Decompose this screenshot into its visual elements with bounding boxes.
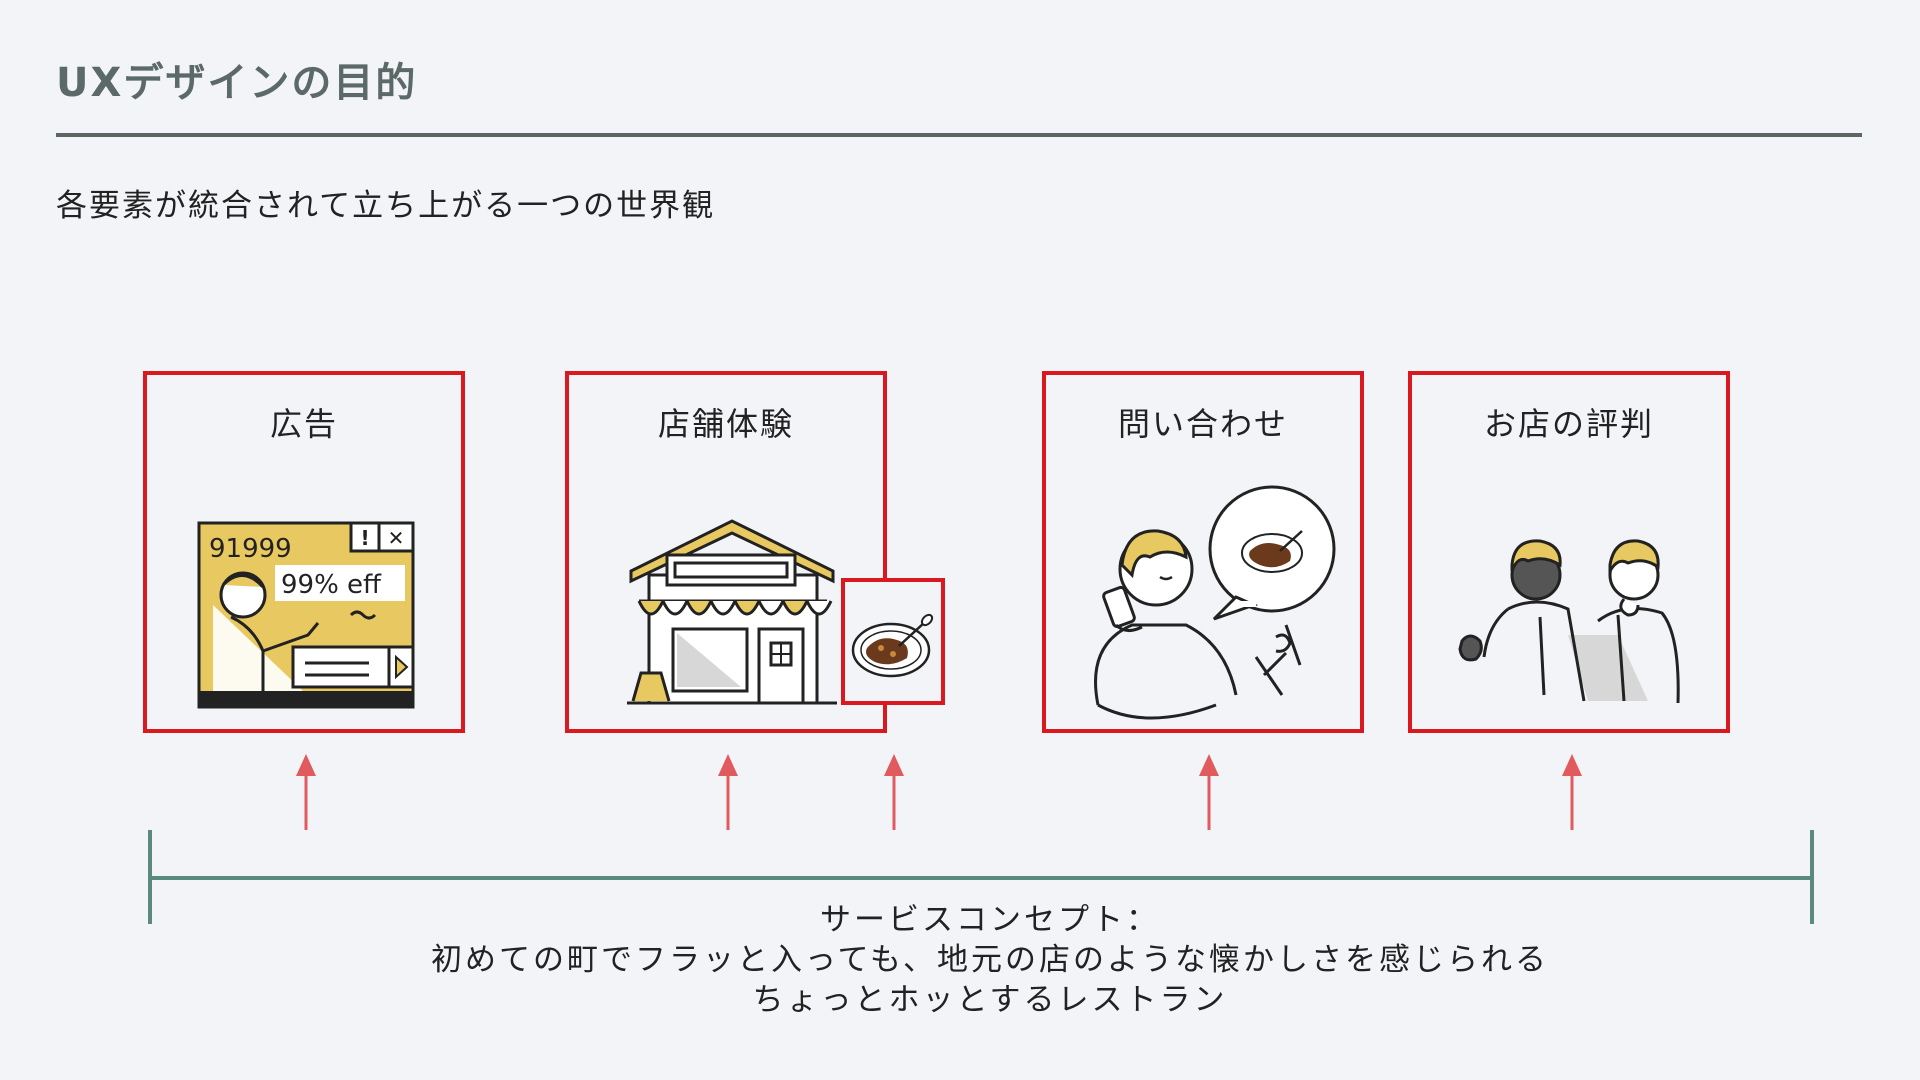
arrow-advertisement: [296, 754, 316, 830]
svg-text:!: !: [360, 526, 369, 550]
card-inquiry: 問い合わせ: [1042, 371, 1364, 733]
card-advertisement: 広告 ! ✕ 91999 99% eff: [143, 371, 465, 733]
reputation-conversation-illustration-icon: [1458, 539, 1680, 704]
card-label: 店舗体験: [657, 405, 794, 443]
card-label: 広告: [269, 405, 338, 443]
page-subtitle: 各要素が統合されて立ち上がる一つの世界観: [56, 188, 716, 224]
service-concept: サービスコンセプト： 初めての町でフラッと入っても、地元の店のような懐かしさを感…: [300, 900, 1680, 1020]
concept-heading: サービスコンセプト：: [820, 902, 1160, 938]
svg-text:✕: ✕: [388, 526, 405, 550]
card-label: 問い合わせ: [1117, 405, 1288, 443]
arrow-reputation: [1562, 754, 1582, 830]
concept-timeline: [148, 830, 1814, 924]
concept-line: ちょっとホッとするレストラン: [752, 982, 1228, 1018]
ad-screen-text-1: 91999: [209, 534, 292, 564]
page-title: UXデザインの目的: [56, 60, 418, 106]
ad-screen-text-2: 99% eff: [281, 570, 382, 600]
title-divider: [56, 133, 1862, 137]
arrow-curry: [884, 754, 904, 830]
arrow-store: [718, 754, 738, 830]
card-store-experience: 店舗体験: [565, 371, 887, 733]
advertisement-illustration-icon: ! ✕ 91999 99% eff: [197, 521, 415, 709]
arrow-inquiry: [1199, 754, 1219, 830]
storefront-illustration-icon: [627, 519, 837, 705]
curry-plate-icon: [851, 613, 934, 678]
phone-inquiry-illustration-icon: [1094, 485, 1336, 720]
card-curry-plate: [841, 578, 945, 705]
card-reputation: お店の評判: [1408, 371, 1730, 733]
card-label: お店の評判: [1483, 405, 1654, 443]
concept-line: 初めての町でフラッと入っても、地元の店のような懐かしさを感じられる: [431, 942, 1549, 978]
